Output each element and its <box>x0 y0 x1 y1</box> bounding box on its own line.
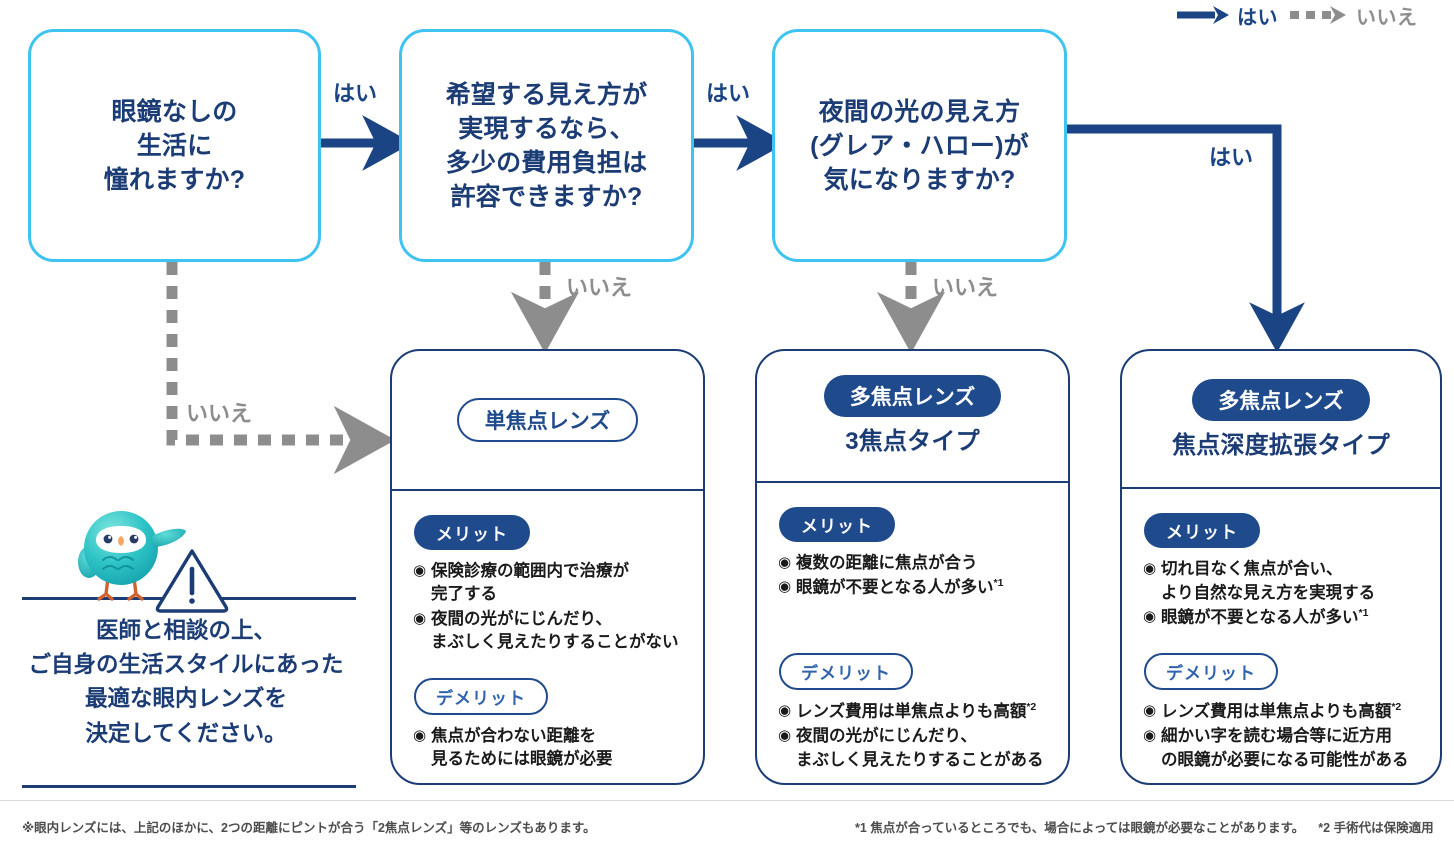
result-card-trifocal[interactable]: 多焦点レンズ 3焦点タイプ メリット 複数の距離に焦点が合う 眼鏡が不要となる人… <box>755 349 1070 785</box>
list-item: レンズ費用は単焦点よりも高額*2 <box>778 700 1046 724</box>
card2-spacer <box>779 601 1046 653</box>
decision-box-q3[interactable]: 夜間の光の見え方 (グレア・ハロー)が 気になりますか? <box>772 29 1067 262</box>
advice-rule-row <box>0 500 372 613</box>
edge-label-q3-card3: はい <box>1209 145 1254 170</box>
edge-label-q2-card1: いいえ <box>566 275 633 300</box>
footnote-left: ※眼内レンズには、上記のほかに、2つの距離にピントが合う「2焦点レンズ」等のレン… <box>22 821 596 835</box>
list-item: 夜間の光がにじんだり、まぶしく見えたりすることがない <box>413 608 681 655</box>
edge-label-q1-card1: いいえ <box>186 401 253 426</box>
card2-subtitle: 3焦点タイプ <box>845 428 980 456</box>
dashed-arrow-icon <box>1290 6 1346 24</box>
list-item: 複数の距離に焦点が合う <box>778 552 1046 575</box>
card3-subtitle: 焦点深度拡張タイプ <box>1172 431 1390 459</box>
warning-triangle-icon <box>155 549 229 613</box>
list-item: レンズ費用は単焦点よりも高額*2 <box>1143 700 1418 724</box>
card1-merit-badge: メリット <box>414 515 530 550</box>
footnote-right: *1 焦点が合っているところでも、場合によっては眼鏡が必要なことがあります。 *2… <box>855 817 1434 836</box>
legend-no-label: いいえ <box>1356 6 1418 29</box>
advice-text: 医師と相談の上、 ご自身の生活スタイルにあった 最適な眼内レンズを 決定してくだ… <box>28 618 344 746</box>
advice-bottom-rule <box>22 785 356 788</box>
advice-rule-right <box>222 597 356 600</box>
footer-divider <box>0 800 1454 801</box>
card1-type-pill: 単焦点レンズ <box>456 398 639 442</box>
decision-q2-text: 希望する見え方が 実現するなら、 多少の費用負担は 許容できますか? <box>445 80 648 211</box>
card1-demerit-badge: デメリット <box>414 677 548 715</box>
list-item: 切れ目なく焦点が合い、より自然な見え方を実現する <box>1143 558 1418 605</box>
legend: はい いいえ <box>1175 0 1418 30</box>
edge-label-q3-card2: いいえ <box>932 275 999 300</box>
decision-q1-text: 眼鏡なしの 生活に 憧れますか? <box>103 97 246 194</box>
card2-demerit-list: レンズ費用は単焦点よりも高額*2 夜間の光がにじんだり、まぶしく見えたりすること… <box>778 700 1046 772</box>
legend-no: いいえ <box>1288 1 1418 30</box>
advice-block: 医師と相談の上、 ご自身の生活スタイルにあった 最適な眼内レンズを 決定してくだ… <box>0 500 372 788</box>
card3-demerit-list: レンズ費用は単焦点よりも高額*2 細かい字を読む場合等に近方用の眼鏡が必要になる… <box>1143 700 1418 772</box>
result-card-edof[interactable]: 多焦点レンズ 焦点深度拡張タイプ メリット 切れ目なく焦点が合い、より自然な見え… <box>1120 349 1442 785</box>
card3-spacer <box>1144 631 1418 653</box>
card3-merit-badge: メリット <box>1144 513 1260 549</box>
footnote-right-2: *2 手術代は保険適用 <box>1318 821 1434 835</box>
list-item: 眼鏡が不要となる人が多い*1 <box>778 576 1046 600</box>
list-item: 夜間の光がにじんだり、まぶしく見えたりすることがある <box>778 725 1046 772</box>
card2-header: 多焦点レンズ 3焦点タイプ <box>757 351 1068 483</box>
solid-arrow-icon <box>1177 6 1229 24</box>
card1-spacer <box>414 656 681 678</box>
card2-merit-badge: メリット <box>779 506 895 542</box>
edge-label-q1-q2: はい <box>333 81 378 106</box>
card2-merit-list: 複数の距離に焦点が合う 眼鏡が不要となる人が多い*1 <box>778 552 1046 600</box>
decision-box-q2[interactable]: 希望する見え方が 実現するなら、 多少の費用負担は 許容できますか? <box>399 29 694 262</box>
edge-label-q2-q3: はい <box>706 81 751 106</box>
decision-box-q1[interactable]: 眼鏡なしの 生活に 憧れますか? <box>28 29 321 262</box>
footnote-right-1: *1 焦点が合っているところでも、場合によっては眼鏡が必要なことがあります。 <box>855 821 1305 835</box>
card3-header: 多焦点レンズ 焦点深度拡張タイプ <box>1122 351 1440 490</box>
advice-rule-left <box>22 597 172 600</box>
card2-type-pill: 多焦点レンズ <box>823 375 1002 418</box>
card3-type-pill: 多焦点レンズ <box>1192 378 1370 421</box>
decision-q3-text: 夜間の光の見え方 (グレア・ハロー)が 気になりますか? <box>810 97 1029 194</box>
card2-body: メリット 複数の距離に焦点が合う 眼鏡が不要となる人が多い*1 デメリット レン… <box>757 483 1068 783</box>
card1-header: 単焦点レンズ <box>392 351 703 491</box>
legend-yes-label: はい <box>1237 6 1278 29</box>
card3-merit-list: 切れ目なく焦点が合い、より自然な見え方を実現する 眼鏡が不要となる人が多い*1 <box>1143 558 1418 630</box>
card2-demerit-badge: デメリット <box>779 653 913 691</box>
card3-body: メリット 切れ目なく焦点が合い、より自然な見え方を実現する 眼鏡が不要となる人が… <box>1122 489 1440 783</box>
bird-mascot-icon <box>78 511 186 601</box>
card3-demerit-badge: デメリット <box>1144 653 1278 691</box>
legend-yes: はい <box>1175 1 1278 30</box>
list-item: 眼鏡が不要となる人が多い*1 <box>1143 606 1418 630</box>
